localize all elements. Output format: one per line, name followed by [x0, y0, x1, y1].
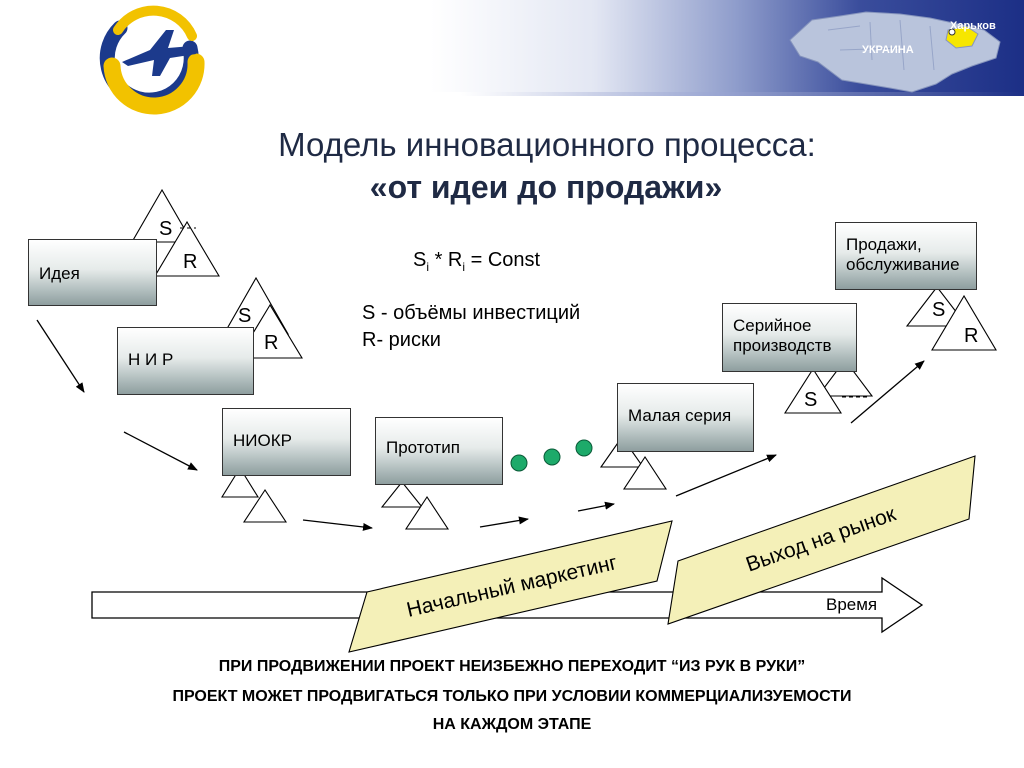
flow-arrow-7: [850, 360, 925, 424]
triangle-nir-r: [237, 303, 303, 359]
nir-r-label: R: [264, 332, 279, 354]
formula: Si * Ri = Const: [413, 249, 540, 274]
stage-niokr-label: НИОКР: [233, 431, 292, 450]
triangle-serial-2: [783, 367, 843, 414]
stage-niokr-box: НИОКР: [222, 408, 351, 476]
sales-s-label: S: [932, 299, 946, 321]
formula-s: S: [413, 249, 427, 271]
triangle-serial-1: [816, 359, 874, 397]
stage-prototype-box: Прототип: [375, 417, 503, 485]
flow-arrow-2: [123, 431, 198, 471]
stage-serial-label-2: производств: [733, 336, 832, 355]
header-stripe: [0, 92, 1024, 96]
sales-r-label: R: [964, 325, 979, 347]
triangle-small-2: [622, 455, 668, 490]
triangle-idea-s: [131, 188, 193, 243]
page-title-line2: «от идеи до продажи»: [369, 169, 723, 205]
stage-serial-box: Серийное производств: [722, 303, 857, 372]
formula-mid: * R: [429, 249, 463, 271]
stage-small-series-label: Малая серия: [628, 406, 732, 425]
map-city-label: Харьков: [950, 20, 996, 32]
stage-idea-label: Идея: [39, 264, 80, 283]
progress-dot-1: [510, 454, 528, 472]
progress-dot-3: [575, 439, 593, 457]
idea-r-label: R: [183, 251, 198, 273]
map-country-label: УКРАИНА: [862, 44, 914, 56]
nir-s-label: S: [238, 305, 252, 327]
flow-arrow-5: [577, 501, 615, 512]
triangle-small-1: [599, 436, 645, 468]
footer-line2: ПРОЕКТ МОЖЕТ ПРОДВИГАТЬСЯ ТОЛЬКО ПРИ УСЛ…: [172, 688, 852, 705]
triangle-prototype-1: [380, 481, 424, 508]
time-axis-label: Время: [826, 595, 878, 614]
triangle-niokr-1: [221, 466, 259, 498]
stage-sales-box: Продажи, обслуживание: [835, 222, 977, 290]
idea-s-label: S: [159, 218, 173, 240]
flow-arrow-3: [302, 519, 373, 531]
stage-prototype-label: Прототип: [386, 438, 460, 457]
stage-nir-box: Н И Р: [117, 327, 254, 395]
legend-r-line: R- риски: [362, 329, 441, 351]
progress-dot-2: [543, 448, 561, 466]
stage-sales-label-1: Продажи,: [846, 235, 922, 254]
flow-arrow-4: [479, 516, 529, 528]
legend-s-line: S - объёмы инвестиций: [362, 302, 581, 324]
formula-r-sub: i: [462, 260, 466, 274]
flow-arrow-6: [675, 454, 777, 497]
triangle-sales-r: [931, 294, 997, 351]
formula-s-sub: i: [426, 260, 430, 274]
flow-arrow-1: [36, 319, 85, 393]
triangle-niokr-2: [242, 488, 288, 523]
footer-line1: ПРИ ПРОДВИЖЕНИИ ПРОЕКТ НЕИЗБЕЖНО ПЕРЕХОД…: [218, 658, 806, 675]
footer-line3: НА КАЖДОМ ЭТАПЕ: [432, 716, 592, 733]
page-title-line1: Модель инновационного процесса:: [278, 126, 816, 163]
stage-serial-label-1: Серийное: [733, 316, 812, 335]
triangle-prototype-2: [404, 495, 450, 530]
stage-sales-label-2: обслуживание: [846, 255, 960, 274]
stage-small-series-box: Малая серия: [617, 383, 754, 452]
triangle-idea-r: [154, 220, 220, 277]
market-entry-banner: [667, 455, 976, 625]
initial-marketing-banner: [348, 520, 673, 653]
formula-rest: = Const: [465, 249, 541, 271]
stage-idea-box: Идея: [28, 239, 157, 306]
serial-s-label: S: [804, 389, 818, 411]
stage-nir-label: Н И Р: [128, 350, 174, 369]
